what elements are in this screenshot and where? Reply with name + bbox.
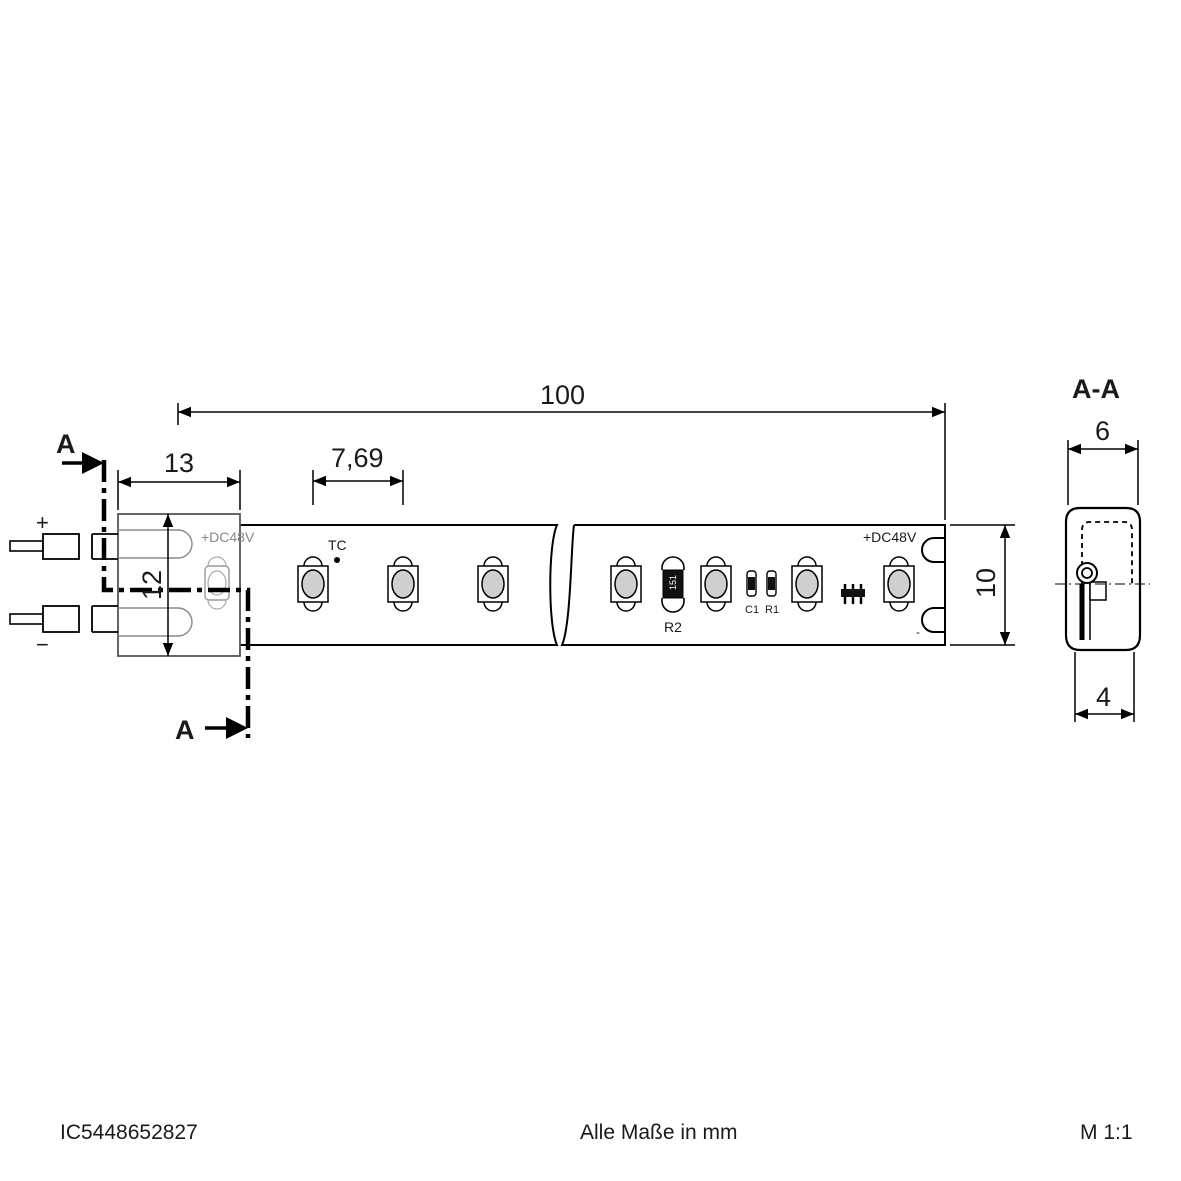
led <box>387 556 419 612</box>
minus-sign: − <box>36 632 49 657</box>
section-profile-outer <box>1064 506 1142 652</box>
dimension-height: 12 <box>137 514 174 656</box>
resistor-r2-code: 151 <box>668 575 678 590</box>
dimension-led-pitch-value: 7,69 <box>331 443 384 473</box>
resistor-r1-label: R1 <box>765 604 779 616</box>
section-marker-bottom: A <box>175 715 195 745</box>
tc-label: TC <box>328 537 347 553</box>
resistor-r2-label: R2 <box>664 619 682 635</box>
scale-label: M 1:1 <box>1080 1121 1133 1144</box>
led <box>700 556 732 612</box>
wire-minus <box>9 605 118 633</box>
connector-body <box>117 513 241 657</box>
led-strip-right-segment: +DC48V - 151 R2 C1 R1 <box>560 524 946 646</box>
wire-plus <box>9 533 118 560</box>
led-strip-left-segment: TC <box>240 524 559 646</box>
dimension-height-value: 12 <box>137 570 167 600</box>
dimension-width-value: 10 <box>971 568 1001 598</box>
pcb-minus-label: - <box>916 625 920 639</box>
dimension-connector-length-value: 13 <box>164 448 194 478</box>
capacitor-c1: C1 <box>745 570 759 616</box>
capacitor-c1-label: C1 <box>745 604 759 616</box>
pcb-voltage-label: +DC48V <box>863 529 917 545</box>
resistor-r1: R1 <box>765 570 779 616</box>
dimension-led-pitch: 7,69 <box>312 443 404 505</box>
connector: +DC48V + − <box>9 510 255 657</box>
dimension-length-value: 100 <box>540 380 585 410</box>
section-view: A-A 6 4 <box>1055 374 1150 722</box>
resistor-r2: 151 R2 <box>661 556 685 635</box>
led <box>610 556 642 612</box>
section-line: A A <box>56 429 251 745</box>
article-number: IC5448652827 <box>60 1121 198 1144</box>
ic-chip <box>841 584 865 605</box>
connector-voltage-label: +DC48V <box>201 529 255 545</box>
led-group <box>297 556 915 612</box>
tc-dot <box>334 557 340 563</box>
section-profile-inner <box>1081 521 1133 584</box>
section-width-value: 6 <box>1095 416 1110 446</box>
unit-note: Alle Maße in mm <box>580 1121 738 1144</box>
solder-pad-top <box>921 537 945 563</box>
led <box>297 556 329 612</box>
dimension-connector-length: 13 <box>117 448 241 510</box>
led <box>791 556 823 612</box>
led <box>477 556 509 612</box>
section-height-value: 4 <box>1096 682 1111 712</box>
plus-sign: + <box>36 510 49 535</box>
section-marker-top: A <box>56 429 76 459</box>
led <box>883 556 915 612</box>
solder-pad-bottom <box>921 607 945 633</box>
dimension-length: 100 <box>177 380 946 520</box>
section-title: A-A <box>1072 374 1120 404</box>
dimension-width: 10 <box>950 524 1015 646</box>
